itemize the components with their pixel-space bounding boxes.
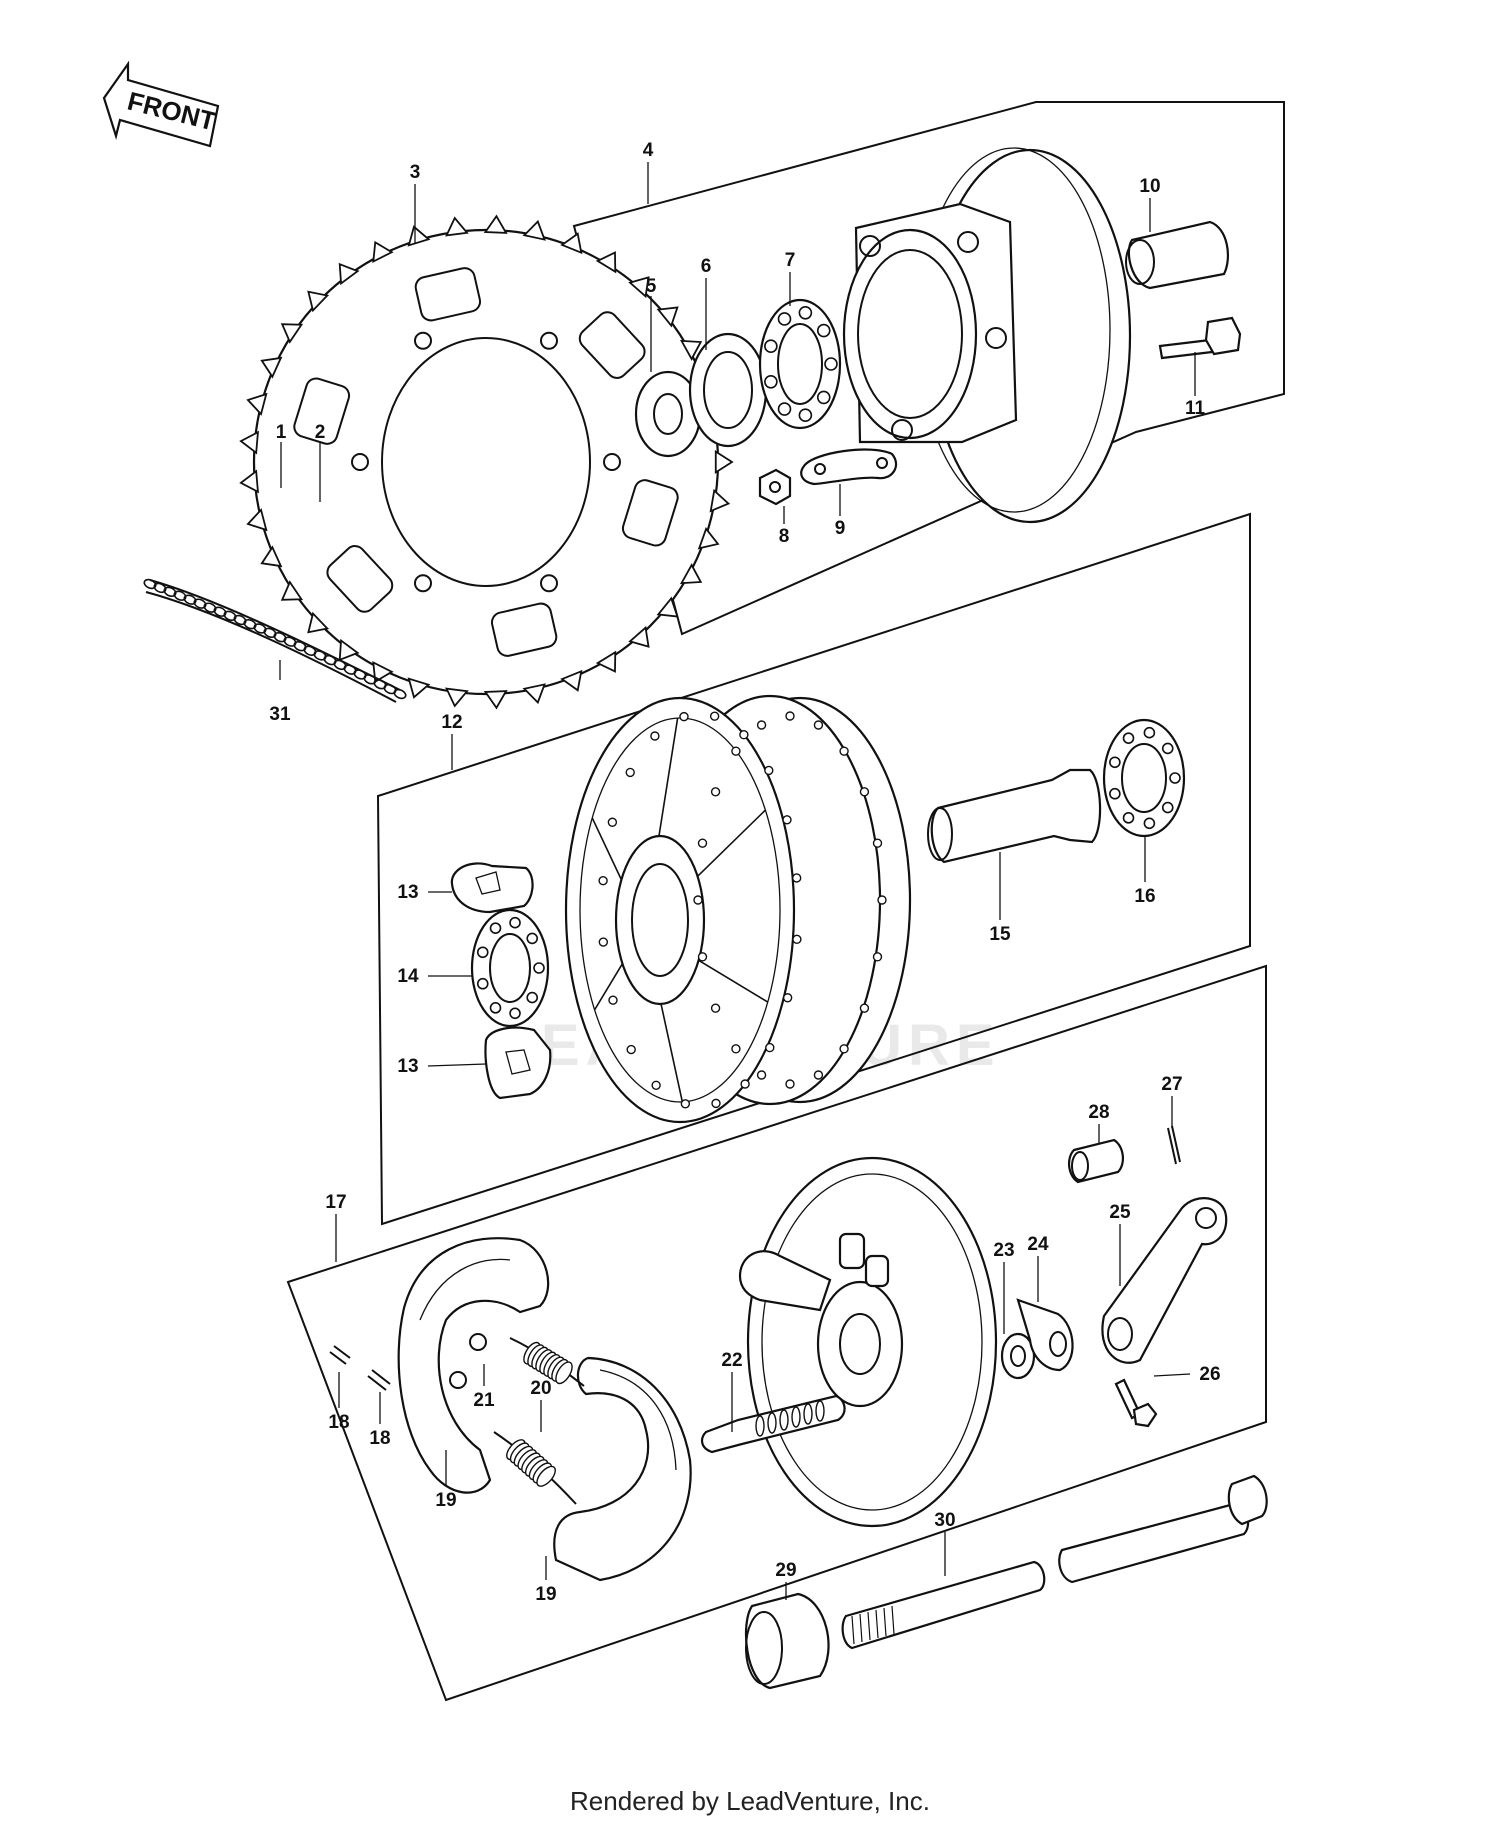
lock-plate-part [800, 448, 898, 486]
brake-spring-upper-part [509, 1337, 585, 1387]
brake-shoe-lower-part [553, 1356, 692, 1582]
lever-cotter-pin-part [1167, 1125, 1181, 1165]
footer-credit: Rendered by LeadVenture, Inc. [570, 1786, 930, 1816]
callout-7: 7 [785, 250, 796, 271]
callout-3: 3 [410, 162, 421, 183]
callout-25: 25 [1109, 1202, 1131, 1223]
front-arrow-icon: FRONT [102, 60, 220, 148]
callout-23: 23 [993, 1240, 1014, 1261]
bolt-part [1158, 316, 1242, 360]
callout-12: 12 [441, 712, 462, 733]
callout-29: 29 [775, 1560, 796, 1581]
callout-21: 21 [473, 1390, 495, 1411]
ball-bearing-part [758, 298, 842, 430]
callout-17: 17 [325, 1192, 346, 1213]
hub-flange-part [842, 147, 1132, 524]
callout-18-left: 18 [328, 1412, 349, 1433]
callout-24: 24 [1027, 1234, 1049, 1255]
callout-19-lower: 19 [535, 1584, 556, 1605]
pin-part-right [367, 1369, 391, 1391]
callout-28: 28 [1088, 1102, 1109, 1123]
callout-11: 11 [1185, 398, 1206, 419]
indicator-part [1016, 1298, 1074, 1372]
callout-9: 9 [835, 518, 846, 539]
brake-cam-part [700, 1394, 846, 1454]
collar-part [634, 370, 702, 458]
wheel-hub-part [564, 694, 912, 1124]
callout-20: 20 [530, 1378, 551, 1399]
callout-26: 26 [1199, 1364, 1220, 1385]
callout-2: 2 [315, 422, 326, 443]
brake-shoe-upper-part [397, 1237, 550, 1494]
hub-assembly-panel [572, 101, 1285, 636]
axle-collar-part [744, 1592, 830, 1690]
brake-panel-part [738, 1156, 998, 1528]
damper-part-upper [450, 862, 534, 914]
callout-6: 6 [701, 256, 712, 277]
lever-bolt-part [1114, 1378, 1158, 1428]
brake-lever-part [1101, 1197, 1228, 1364]
sprocket-part [239, 214, 734, 710]
chain-part [143, 578, 407, 703]
sleeve-part [927, 768, 1102, 864]
callout-18-right: 18 [369, 1428, 390, 1449]
callout-22: 22 [721, 1350, 742, 1371]
washer-part [1000, 1332, 1036, 1380]
callout-14: 14 [397, 966, 419, 987]
damper-part-lower [484, 1026, 552, 1100]
nut-part [758, 468, 792, 506]
brake-panel-group [286, 964, 1267, 1702]
callout-19-upper: 19 [435, 1490, 456, 1511]
right-wheel-bearing-part [1102, 718, 1186, 838]
callout-5: 5 [646, 276, 657, 297]
callout-8: 8 [779, 526, 790, 547]
callout-16: 16 [1134, 886, 1155, 907]
pin-part-left [329, 1345, 351, 1365]
callout-31: 31 [269, 704, 291, 725]
brake-spring-lower-part [493, 1431, 577, 1505]
oil-seal-part [688, 332, 768, 448]
callout-10: 10 [1139, 176, 1160, 197]
callout-13-lower: 13 [397, 1056, 418, 1077]
hub-collar-part [1125, 220, 1230, 290]
callout-4: 4 [643, 140, 654, 161]
callout-27: 27 [1161, 1074, 1182, 1095]
callout-1: 1 [276, 422, 287, 443]
left-wheel-bearing-part [470, 908, 550, 1028]
axle-part [841, 1474, 1268, 1650]
wheel-assembly-panel [376, 512, 1251, 1226]
callout-13-upper: 13 [397, 882, 418, 903]
lever-pin-part [1068, 1138, 1124, 1184]
leader-lines [279, 162, 1196, 1600]
callout-30: 30 [934, 1510, 955, 1531]
callout-15: 15 [989, 924, 1011, 945]
callout-labels: 1 2 3 4 5 6 7 8 9 10 11 12 13 14 13 15 1… [269, 140, 1220, 1605]
